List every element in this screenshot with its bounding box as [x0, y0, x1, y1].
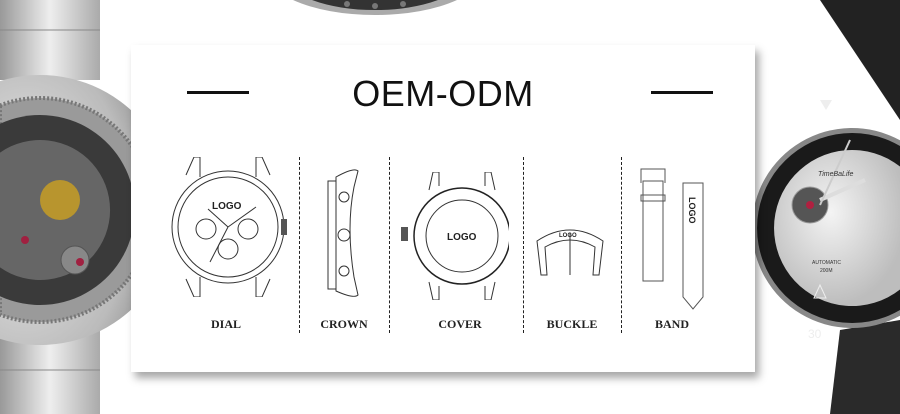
- band-drawing: LOGO: [640, 168, 704, 310]
- label-buckle: BUCKLE: [546, 317, 598, 331]
- watch-brand: TimeBaLife: [818, 171, 853, 178]
- bezel-number: 30: [808, 327, 822, 341]
- divider: [299, 157, 300, 333]
- divider: [389, 157, 390, 333]
- label-crown: CROWN: [320, 317, 368, 331]
- steel-skeleton-watch-photo: [0, 0, 176, 414]
- label-dial: DIAL: [210, 317, 241, 331]
- banner-title: OEM-ODM: [352, 73, 534, 114]
- divider: [621, 157, 622, 333]
- label-band: BAND: [654, 317, 689, 331]
- divider: [523, 157, 524, 333]
- crown-drawing: [327, 169, 359, 297]
- oem-odm-card: OEM-ODM LOGO LOGO LOGO LOGO: [131, 45, 755, 372]
- dial-logo: LOGO: [212, 201, 242, 212]
- buckle-drawing: LOGO: [536, 229, 604, 276]
- cover-drawing: LOGO: [401, 172, 509, 300]
- title-rule-left: [187, 91, 249, 94]
- dial-text: AUTOMATIC: [812, 260, 841, 266]
- title-rule-right: [651, 91, 713, 94]
- diver-watch-photo: TimeBaLife AUTOMATIC 200M 30: [751, 0, 900, 414]
- top-skeleton-watch-photo: [293, 0, 457, 16]
- dial-drawing: LOGO: [171, 157, 287, 297]
- cover-logo: LOGO: [447, 232, 477, 243]
- label-cover: COVER: [438, 317, 482, 331]
- band-logo: LOGO: [687, 197, 697, 224]
- depth-text: 200M: [820, 268, 833, 274]
- buckle-logo: LOGO: [559, 233, 577, 239]
